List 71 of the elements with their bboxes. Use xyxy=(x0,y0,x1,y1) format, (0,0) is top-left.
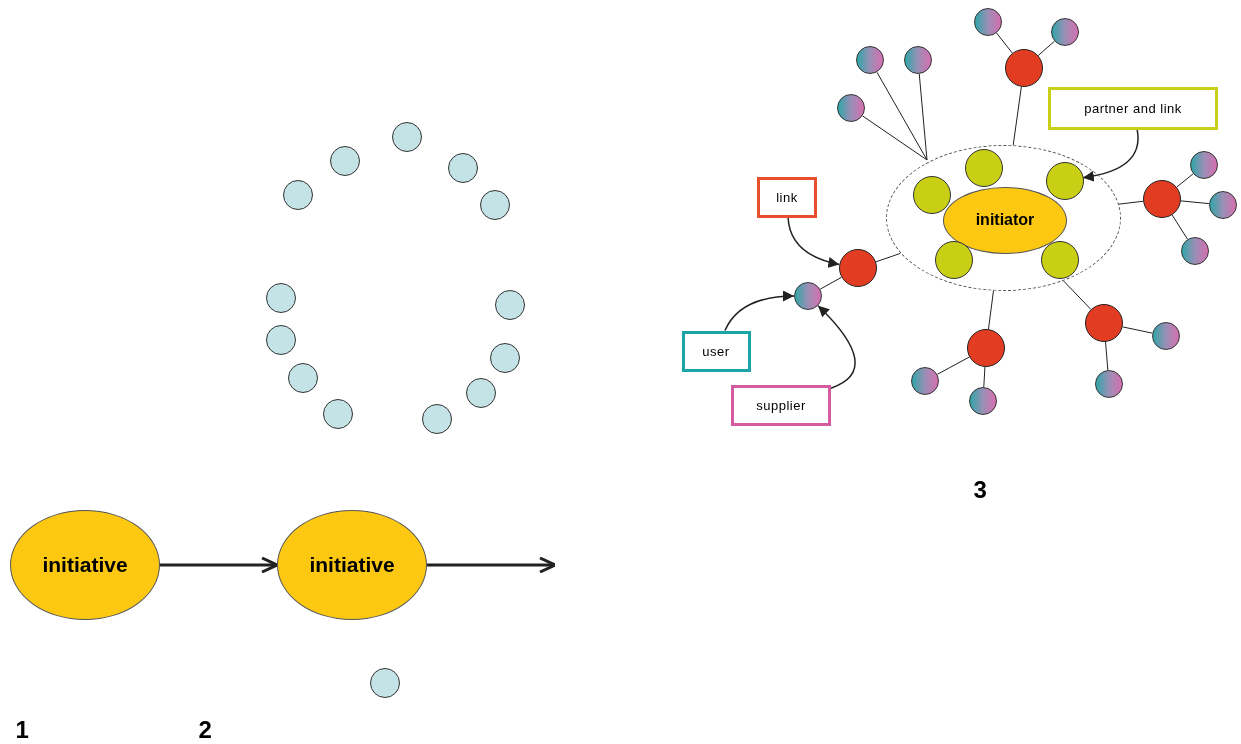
circle-node xyxy=(904,46,932,74)
connector-line xyxy=(1122,326,1153,334)
circle-node xyxy=(330,146,360,176)
circle-node xyxy=(266,283,296,313)
connector-line xyxy=(1180,200,1210,205)
circle-node xyxy=(1152,322,1180,350)
connector-line xyxy=(936,356,970,375)
arrow xyxy=(817,304,856,389)
circle-node xyxy=(288,363,318,393)
circle-node xyxy=(370,668,400,698)
connector-line xyxy=(1176,173,1194,188)
connector-line xyxy=(987,290,994,330)
step-number: 3 xyxy=(973,476,987,504)
circle-node xyxy=(1041,241,1079,279)
circle-node xyxy=(965,149,1003,187)
circle-node xyxy=(495,290,525,320)
arrow xyxy=(160,556,279,574)
circle-node xyxy=(969,387,997,415)
circle-node xyxy=(1051,18,1079,46)
circle-node xyxy=(935,241,973,279)
connector-line xyxy=(862,115,928,161)
circle-node xyxy=(283,180,313,210)
circle-node xyxy=(448,153,478,183)
circle-node xyxy=(480,190,510,220)
connector-line xyxy=(1012,86,1022,146)
circle-node xyxy=(911,367,939,395)
circle-node xyxy=(837,94,865,122)
connector-line xyxy=(996,32,1013,54)
callout-box: supplier xyxy=(731,384,831,426)
arrow xyxy=(427,556,557,574)
callout-box: partner and link xyxy=(1048,86,1218,130)
connector-line xyxy=(876,71,928,161)
circle-node xyxy=(490,343,520,373)
circle-node xyxy=(1085,304,1123,342)
circle-node xyxy=(1190,151,1218,179)
circle-node xyxy=(1209,191,1237,219)
ellipse-node: initiative xyxy=(10,510,160,620)
circle-node xyxy=(1005,49,1043,87)
circle-node xyxy=(422,404,452,434)
connector-line xyxy=(1171,214,1188,240)
circle-node xyxy=(839,249,877,287)
circle-node xyxy=(974,8,1002,36)
step-number: 1 xyxy=(15,716,29,744)
arrow xyxy=(1082,128,1139,182)
circle-node xyxy=(913,176,951,214)
callout-box: user xyxy=(681,330,751,372)
connector-line xyxy=(819,276,842,290)
circle-node xyxy=(323,399,353,429)
ellipse-node: initiative xyxy=(277,510,427,620)
connector-line xyxy=(1062,280,1092,310)
circle-node xyxy=(967,329,1005,367)
connector-line xyxy=(1105,341,1109,371)
connector-line xyxy=(875,252,901,263)
circle-node xyxy=(794,282,822,310)
circle-node xyxy=(1095,370,1123,398)
connector-line xyxy=(1037,40,1055,56)
arrow xyxy=(787,216,841,268)
connector-line xyxy=(983,366,986,388)
circle-node xyxy=(266,325,296,355)
step-number: 2 xyxy=(198,716,212,744)
circle-node xyxy=(1143,180,1181,218)
ellipse-node: initiator xyxy=(943,186,1067,254)
arrow xyxy=(724,290,795,332)
connector-line xyxy=(1117,200,1144,205)
circle-node xyxy=(856,46,884,74)
circle-node xyxy=(466,378,496,408)
circle-node xyxy=(1046,162,1084,200)
connector-line xyxy=(918,73,928,161)
circle-node xyxy=(1181,237,1209,265)
circle-node xyxy=(392,122,422,152)
callout-box: link xyxy=(757,176,817,218)
